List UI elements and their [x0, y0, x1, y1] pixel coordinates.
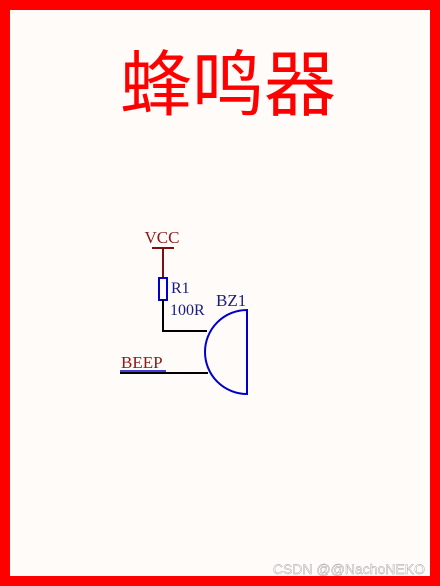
vcc-net-label: VCC	[145, 228, 180, 247]
beep-net: BEEP	[120, 353, 208, 374]
page-title: 蜂鸣器	[120, 43, 336, 127]
beep-net-label: BEEP	[121, 353, 163, 372]
buzzer-designator: BZ1	[216, 291, 246, 310]
schematic-diagram: 蜂鸣器 VCC R1 100R BZ1 BEEP CSDN @@NachoNEK…	[120, 43, 425, 576]
buzzer-bz1: BZ1	[204, 291, 248, 396]
resistor-designator: R1	[171, 280, 190, 297]
buzzer-body	[204, 308, 248, 396]
vcc-power-symbol: VCC	[145, 228, 180, 278]
r1-to-buzzer-wire	[162, 300, 207, 332]
csdn-watermark: CSDN @@NachoNEKO	[273, 561, 425, 576]
resistor-value: 100R	[170, 302, 205, 319]
resistor-r1: R1 100R	[158, 277, 205, 319]
resistor-body	[158, 277, 168, 301]
